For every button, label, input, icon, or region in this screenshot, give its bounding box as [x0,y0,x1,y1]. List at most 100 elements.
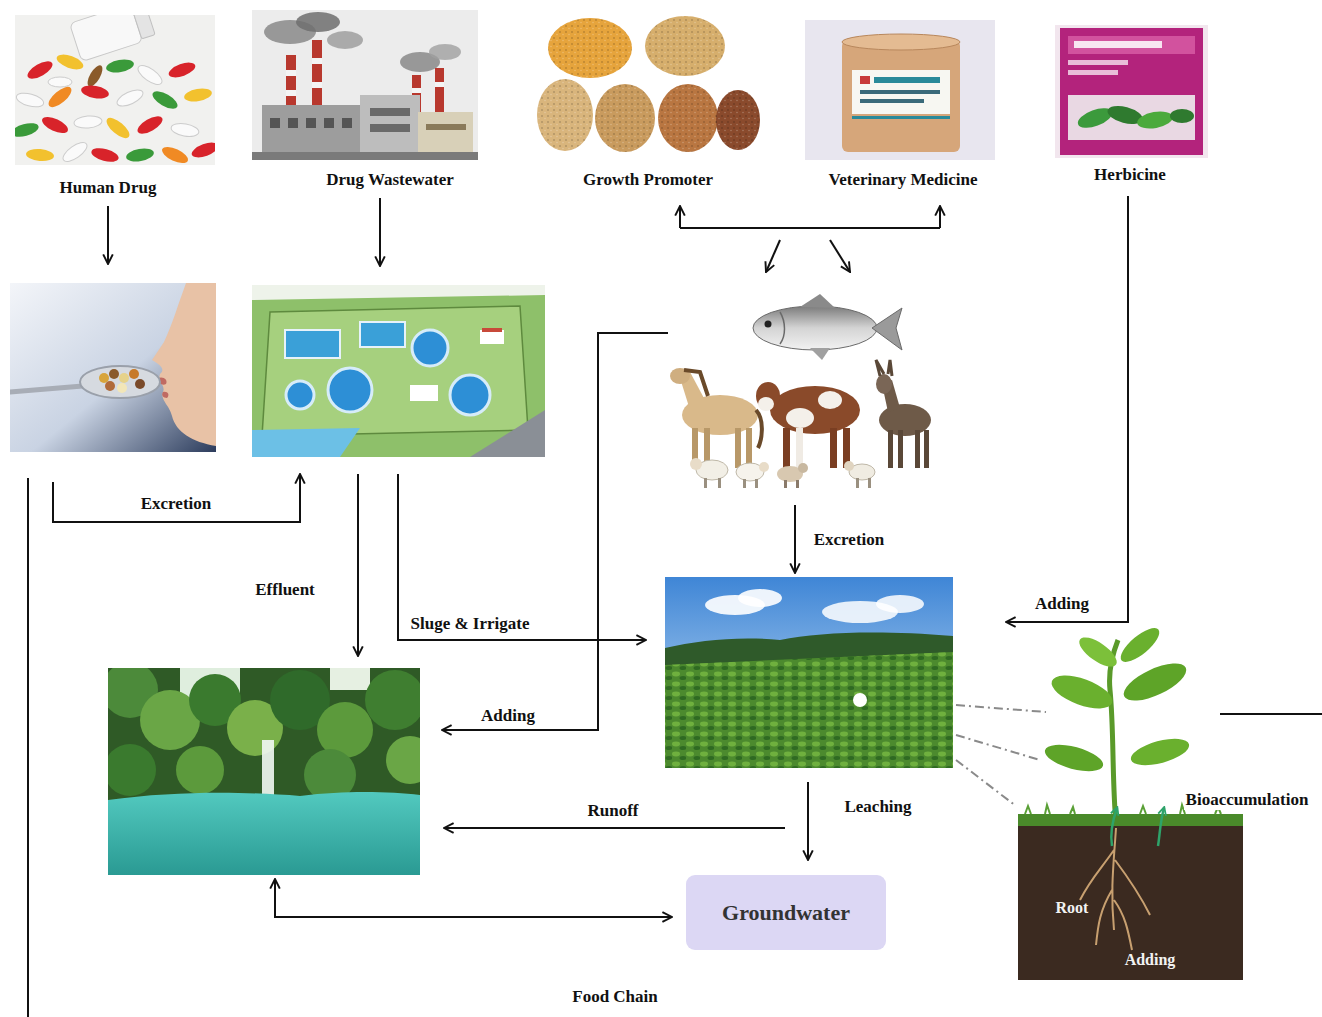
field-illustration [665,577,953,768]
livestock-illustration [690,458,702,470]
livestock-illustration [758,397,774,411]
pills-illustration [15,91,45,110]
grain-illustration [595,84,655,152]
livestock-illustration [898,430,903,468]
flow-label: Food Chain [570,987,660,1007]
pills-illustration [150,88,180,112]
plant-soil-illustration [1080,828,1150,950]
factory-illustration [306,118,316,128]
herbicide-packet-illustration [1136,109,1174,131]
livestock-illustration [796,480,799,488]
livestock-illustration [924,430,929,468]
canister-illustration [852,116,950,119]
plant-soil-illustration [1111,808,1117,846]
canister-illustration [860,76,870,84]
livestock-illustration [844,461,854,471]
factory-illustration [360,95,420,157]
livestock-illustration [746,428,752,468]
treatment-plant-illustration [470,410,545,457]
livestock-illustration [759,462,769,472]
flow-label: Excretion [139,494,214,514]
flow-arrows [442,333,668,730]
flow-arrows [27,478,29,1017]
panel-caption: Human Drug [60,178,157,198]
pills-illustration [105,58,135,75]
livestock-illustration [888,430,893,468]
flow-arrows [766,240,780,272]
livestock-illustration [786,408,814,428]
pills-illustration [190,140,215,161]
pills-illustration [40,114,70,137]
grain-illustration [595,84,655,152]
factory-illustration [286,90,296,96]
factory-illustration [262,105,362,157]
flow-label: Effluent [253,580,317,600]
livestock-illustration [818,391,842,409]
treatment-plant-illustration [328,368,372,412]
fish-illustration [780,312,785,344]
grain-illustration [537,12,762,155]
pills-illustration [131,15,155,39]
livestock-illustration [868,478,871,488]
flow-arrows [1220,713,1322,715]
livestock-illustration [856,478,859,488]
pills-illustration [167,60,197,81]
flow-label: Adding [1033,594,1091,614]
leader-lines [956,760,1016,806]
plant-soil-illustration [1119,656,1192,708]
treatment-plant-illustration [450,375,490,415]
herbicide-packet-illustration [1074,41,1162,48]
lake-illustration [330,668,370,690]
pills-illustration [125,147,155,164]
factory-illustration [370,108,410,116]
panel-caption: Growth Promoter [583,170,713,190]
herbicide-packet-illustration [1075,104,1114,131]
livestock-illustration [684,370,708,396]
plant-soil-illustration [1128,734,1192,771]
lake-illustration [108,744,156,796]
pills-illustration [170,122,200,139]
pills-illustration [103,114,132,141]
livestock-illustration [735,428,741,468]
factory-illustration [370,124,410,132]
fish-illustration [800,294,835,308]
lake-illustration [176,746,224,794]
panel-caption: Veterinary Medicine [828,170,977,190]
livestock-illustration [756,382,780,410]
factory-illustration [418,112,473,157]
lake-illustration [108,792,420,875]
canister-illustration [842,40,960,152]
lake-illustration [108,668,420,875]
field-illustration [876,595,924,613]
pills-illustration [85,63,106,89]
pills-illustration [48,77,72,87]
person-illustration [162,392,168,398]
person-illustration [152,283,216,446]
canister-illustration [842,34,960,50]
person-illustration [117,383,127,393]
plant-soil-illustration [1075,632,1121,672]
livestock-illustration [798,463,808,473]
pills-illustration [183,87,213,104]
flow-label: Leaching [842,797,913,817]
livestock-illustration [876,360,892,376]
flow-arrows [379,198,381,266]
treatment-plant-illustration [412,330,448,366]
treatment-plant-illustration [410,385,438,401]
factory-illustration [252,10,478,160]
image-panel: Drug Wastewater [248,4,488,196]
pills-illustration [15,121,40,140]
plant-soil-illustration [1109,640,1118,824]
pills-illustration [60,139,90,165]
leader-lines [956,705,1046,712]
livestock-illustration [783,428,790,468]
treatment-plant-illustration [252,428,360,457]
flow-arrows [1006,196,1128,622]
soil-panel: RootAdding [1018,820,1243,980]
lake-illustration [262,740,274,795]
flow-label: Bioaccumulation [1184,790,1311,810]
field-illustration [665,652,953,768]
herbicide-packet-illustration [1068,70,1118,75]
factory-illustration [426,124,466,130]
pills-illustration [90,146,120,165]
